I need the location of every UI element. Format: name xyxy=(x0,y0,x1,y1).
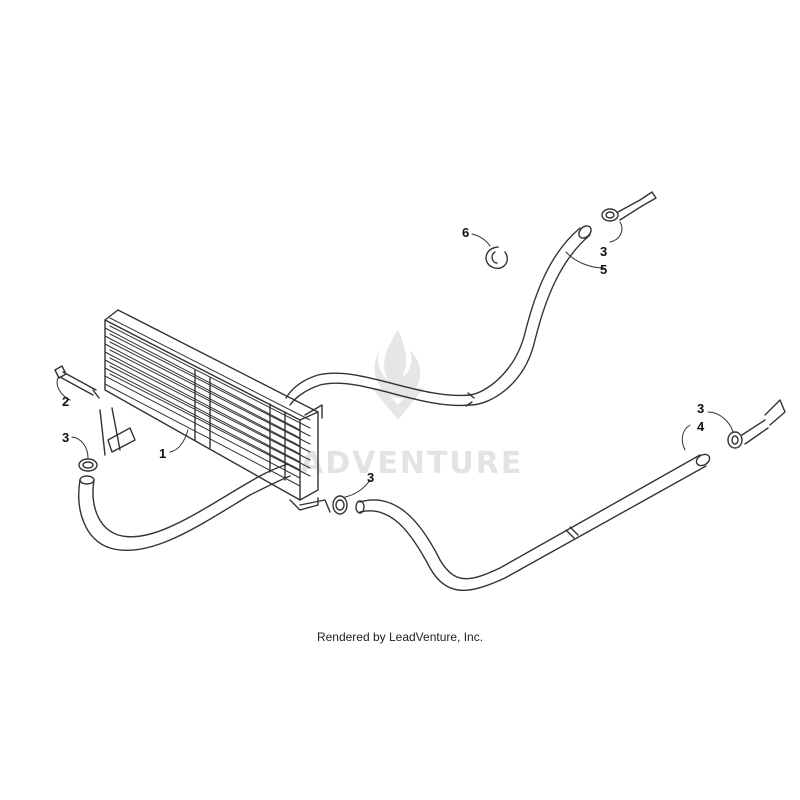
callout-hose-upper: 5 xyxy=(600,262,607,277)
hose-clamp-right xyxy=(727,399,786,449)
lower-hose xyxy=(355,453,711,591)
callout-clamp-top: 3 xyxy=(600,244,607,259)
upper-hose xyxy=(285,225,592,407)
leader-lines xyxy=(56,221,734,498)
callout-bolt: 2 xyxy=(62,394,69,409)
left-hose xyxy=(78,463,291,552)
bolt xyxy=(54,365,100,399)
callout-clamp-center: 3 xyxy=(367,470,374,485)
callout-clamp-right: 3 xyxy=(697,401,704,416)
watermark-text: ADVENTURE xyxy=(300,446,523,481)
footer-credit: Rendered by LeadVenture, Inc. xyxy=(316,630,484,644)
radiator xyxy=(104,309,323,511)
hose-clamp-left xyxy=(78,458,98,472)
callout-radiator: 1 xyxy=(159,446,166,461)
callout-hose-lower: 4 xyxy=(697,419,705,434)
hose-clamp-top xyxy=(601,191,657,222)
mounting-bracket xyxy=(99,407,136,456)
retaining-ring xyxy=(485,246,509,269)
callouts: 1 2 3 3 3 5 3 4 6 xyxy=(62,225,705,485)
hose-clamp-center xyxy=(299,495,348,515)
callout-retaining-ring: 6 xyxy=(462,225,469,240)
flame-logo-icon xyxy=(372,330,424,420)
watermark: ADVENTURE xyxy=(300,330,523,481)
callout-clamp-left: 3 xyxy=(62,430,69,445)
